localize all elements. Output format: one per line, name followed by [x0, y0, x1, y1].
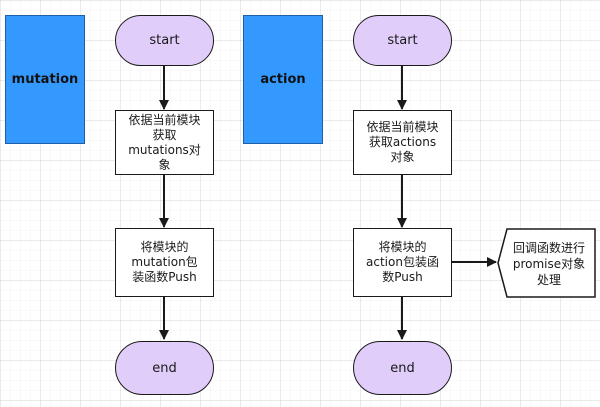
action-start-text: start: [387, 33, 418, 48]
mutation-start-text: start: [149, 33, 180, 48]
action-end-node: end: [353, 341, 452, 395]
mutation-push-wrapper-text: 将模块的 mutation包 装函数Push: [131, 240, 198, 284]
action-push-wrapper-text: 将模块的 action包装函 数Push: [366, 240, 439, 284]
mutation-label-block: mutation: [5, 15, 85, 144]
callback-promise-node: 回调函数进行 promise对象 处理: [497, 228, 596, 298]
mutation-label-text: mutation: [11, 72, 79, 87]
mutation-start-node: start: [115, 15, 214, 66]
action-label-block: action: [243, 15, 323, 144]
action-start-node: start: [353, 15, 452, 66]
mutation-end-node: end: [115, 341, 214, 395]
mutation-get-mutations-text: 依据当前模块 获取 mutations对 象: [128, 112, 201, 172]
action-label-text: action: [260, 72, 306, 87]
action-get-actions-step: 依据当前模块 获取actions 对象: [353, 110, 452, 175]
mutation-get-mutations-step: 依据当前模块 获取 mutations对 象: [115, 110, 214, 175]
callback-promise-text: 回调函数进行 promise对象 处理: [512, 241, 586, 287]
mutation-push-wrapper-step: 将模块的 mutation包 装函数Push: [115, 228, 214, 297]
action-end-text: end: [390, 360, 415, 376]
callback-shape: [497, 228, 596, 298]
mutation-end-text: end: [152, 360, 177, 376]
action-get-actions-text: 依据当前模块 获取actions 对象: [366, 120, 439, 164]
action-push-wrapper-step: 将模块的 action包装函 数Push: [353, 228, 452, 297]
